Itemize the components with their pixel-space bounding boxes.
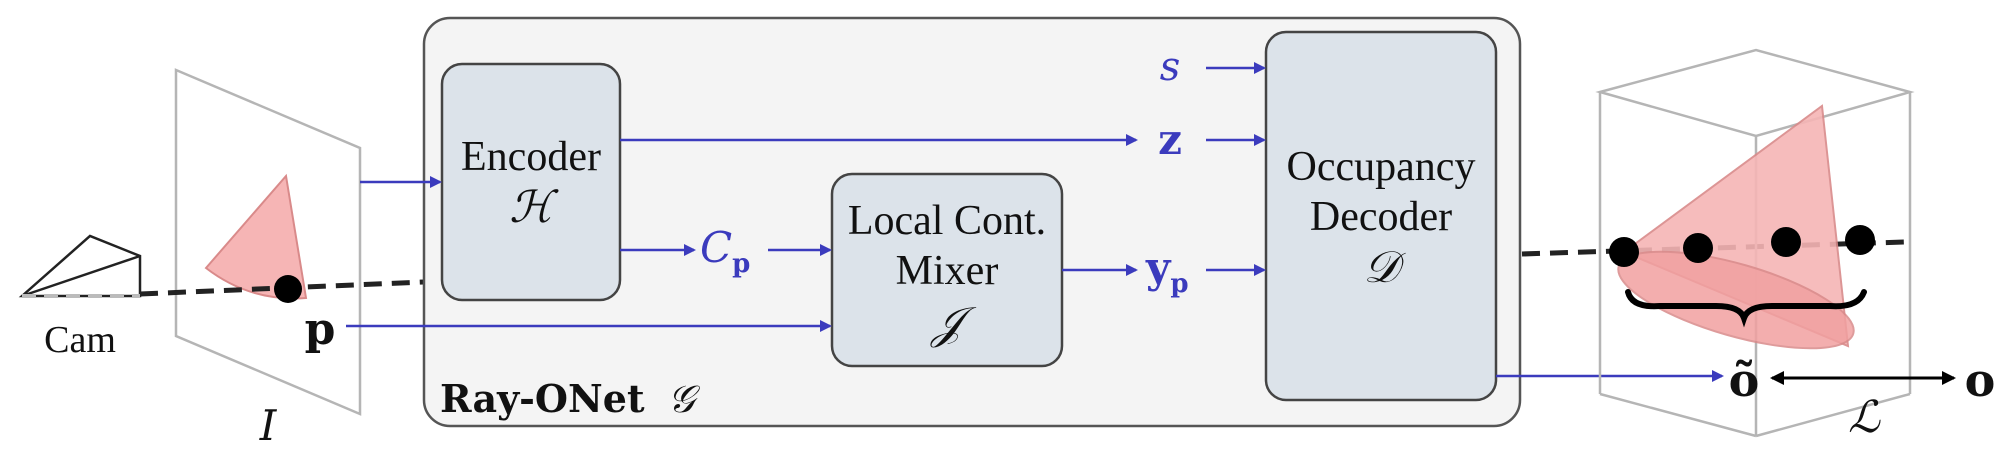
sample-point [1845, 225, 1875, 255]
points-brace [1625, 289, 1867, 328]
encoder-symbol: ℋ [509, 182, 559, 233]
scale-symbol: s [1160, 44, 1181, 90]
network-label: Ray-ONet 𝒢 [440, 376, 701, 421]
local-feature-symbol: yp [1145, 243, 1189, 299]
decoder-box [1264, 30, 1498, 402]
pixel-point [274, 275, 302, 303]
encoder-box [440, 62, 622, 302]
cone-3d [1617, 104, 1855, 350]
decoder-label-line2: Decoder [1310, 194, 1452, 240]
ray-dashed-right [1521, 239, 1905, 257]
local-sub: p [1170, 269, 1188, 299]
local-main: y [1145, 243, 1172, 292]
network-name: Ray-ONet [440, 376, 645, 421]
pixel-label: p [305, 304, 336, 355]
sample-point [1609, 237, 1639, 267]
sample-points [1609, 225, 1875, 267]
encoder-label: Encoder [461, 134, 601, 180]
camera-label: Cam [44, 319, 116, 361]
image-cone [204, 173, 308, 300]
sample-point [1683, 233, 1713, 263]
prediction-symbol: õ [1729, 353, 1760, 407]
context-symbol: Cp [700, 223, 750, 279]
camera-icon [18, 234, 142, 298]
latent-symbol: z [1158, 115, 1182, 164]
loss-symbol: ℒ [1848, 392, 1881, 443]
svg-text:yp: yp [1145, 243, 1189, 299]
context-sub: p [732, 249, 750, 279]
decoder-label-line1: Occupancy [1287, 144, 1476, 190]
svg-text:Ray-ONet 𝒢: Ray-ONet 𝒢 [440, 376, 701, 421]
mixer-label-line1: Local Cont. [848, 198, 1046, 244]
svg-text:Cp: Cp [700, 223, 750, 279]
sample-point [1771, 227, 1801, 257]
context-main: C [700, 223, 732, 272]
mixer-label-line2: Mixer [896, 248, 999, 294]
image-plane-label: I [259, 401, 278, 450]
target-symbol: o [1965, 353, 1996, 407]
